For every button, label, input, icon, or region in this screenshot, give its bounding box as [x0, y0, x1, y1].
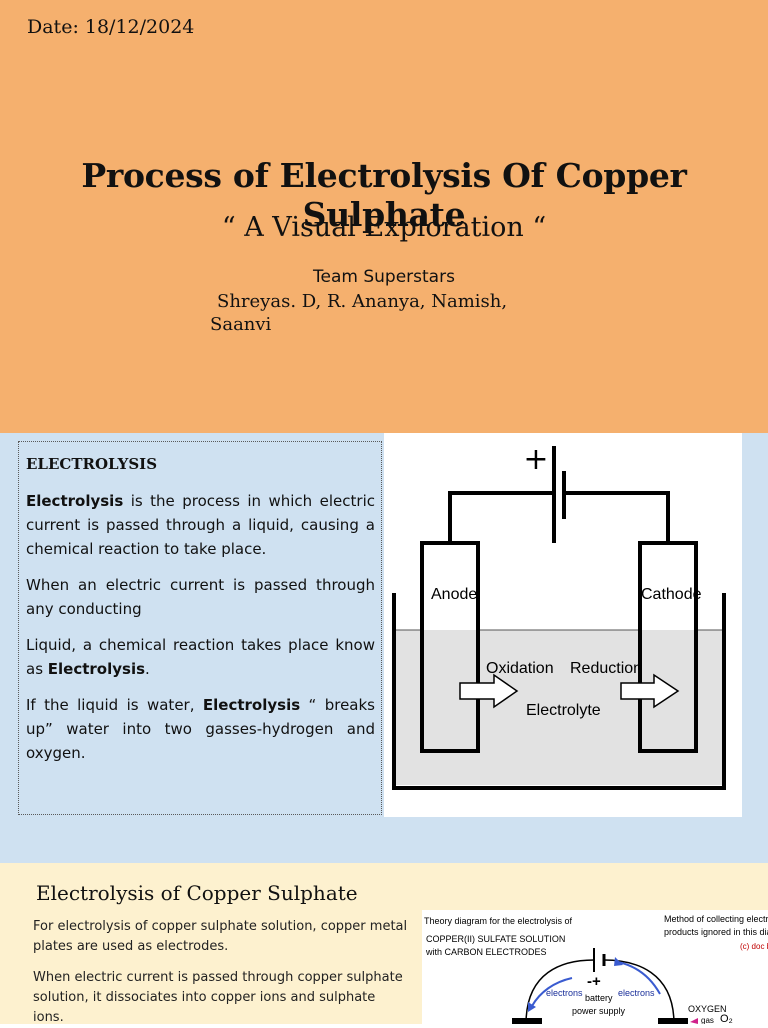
dissociation-paragraph: When electric current is passed through … [33, 970, 403, 1025]
section-title: Electrolysis of Copper Sulphate [36, 881, 358, 905]
electrolysis-section: ELECTROLYSIS Electrolysis is the process… [0, 433, 768, 863]
battery-polarity: -+ [587, 973, 601, 990]
wire-left [448, 491, 554, 543]
theory-diagram: Theory diagram for the electrolysis of C… [422, 910, 768, 1024]
reaction-text-end: . [145, 660, 150, 678]
wire-right [564, 491, 670, 543]
oxygen-marker [690, 1018, 698, 1024]
theory-line2: COPPER(II) SULFATE SOLUTION [426, 934, 565, 944]
team-members: Shreyas. D, R. Ananya, Namish, Saanvi [210, 291, 508, 335]
theory-note1: Method of collecting electrode [664, 914, 768, 924]
cathode-label: Cathode [641, 586, 702, 603]
oxidation-arrow [459, 673, 519, 709]
theory-credit: (c) doc b [740, 942, 768, 951]
gas-label: gas [701, 1016, 714, 1024]
anode-label: Anode [431, 586, 477, 603]
electrolysis-textbox: ELECTROLYSIS Electrolysis is the process… [18, 441, 382, 815]
reaction-text: Liquid, a chemical reaction takes place … [26, 636, 375, 678]
electrode-right-top [658, 1018, 688, 1024]
reaction-paragraph: Liquid, a chemical reaction takes place … [26, 633, 375, 681]
electron-arrow-right [617, 961, 661, 995]
title-banner: Date: 18/12/2024 Process of Electrolysis… [0, 0, 768, 433]
electron-arrow-left [531, 977, 573, 1007]
theory-diagram-svg: Theory diagram for the electrolysis of C… [424, 914, 768, 1024]
electron-arrowhead-right [614, 957, 623, 966]
definition-paragraph: Electrolysis is the process in which ele… [26, 489, 375, 561]
electrode-left-top [512, 1018, 542, 1024]
electron-arrowhead-left [528, 1002, 536, 1012]
o2-label: O₂ [720, 1013, 733, 1024]
term-bold: Electrolysis [47, 660, 146, 678]
electrodes-paragraph: For electrolysis of copper sulphate solu… [33, 919, 408, 954]
term-bold: Electrolysis [202, 696, 301, 714]
theory-note2: products ignored in this diagram [664, 927, 768, 937]
electrons-left-label: electrons [546, 988, 583, 998]
electrolysis-diagram: + Anode Cathode Oxidation Reduction Elec… [384, 433, 742, 817]
copper-sulphate-section: Electrolysis of Copper Sulphate For elec… [0, 863, 768, 1025]
electrons-right-label: electrons [618, 988, 655, 998]
plus-sign: + [523, 442, 548, 477]
electrolysis-heading: ELECTROLYSIS [26, 455, 158, 473]
battery-label: battery [585, 993, 613, 1003]
conducting-paragraph: When an electric current is passed throu… [26, 576, 375, 618]
power-supply-label: power supply [572, 1006, 626, 1016]
page-subtitle: “ A Visual Exploration “ [221, 212, 547, 243]
water-paragraph: If the liquid is water, Electrolysis “ b… [26, 693, 375, 765]
team-name: Team Superstars [313, 267, 455, 287]
electrolysis-cell-svg: + Anode Cathode Oxidation Reduction Elec… [392, 442, 726, 790]
container [392, 593, 726, 790]
page-title: Process of Electrolysis Of Copper Sulpha… [81, 156, 687, 234]
circuit-wire-left [525, 959, 595, 1024]
oxygen-label: OXYGEN [688, 1004, 727, 1014]
date-label: Date: 18/12/2024 [27, 16, 195, 38]
oxidation-label: Oxidation [486, 660, 554, 677]
theory-line3: with CARBON ELECTRODES [425, 947, 547, 957]
reduction-arrow [620, 673, 680, 709]
water-text: “ breaks up” water into two gasses-hydro… [26, 696, 376, 762]
reduction-label: Reduction [570, 660, 642, 677]
definition-text: is the process in which electric current… [26, 492, 375, 558]
electrolyte-label: Electrolyte [526, 702, 601, 719]
term-bold: Electrolysis [26, 492, 124, 510]
water-text-start: If the liquid is water, [26, 696, 203, 714]
theory-heading: Theory diagram for the electrolysis of [424, 916, 573, 926]
